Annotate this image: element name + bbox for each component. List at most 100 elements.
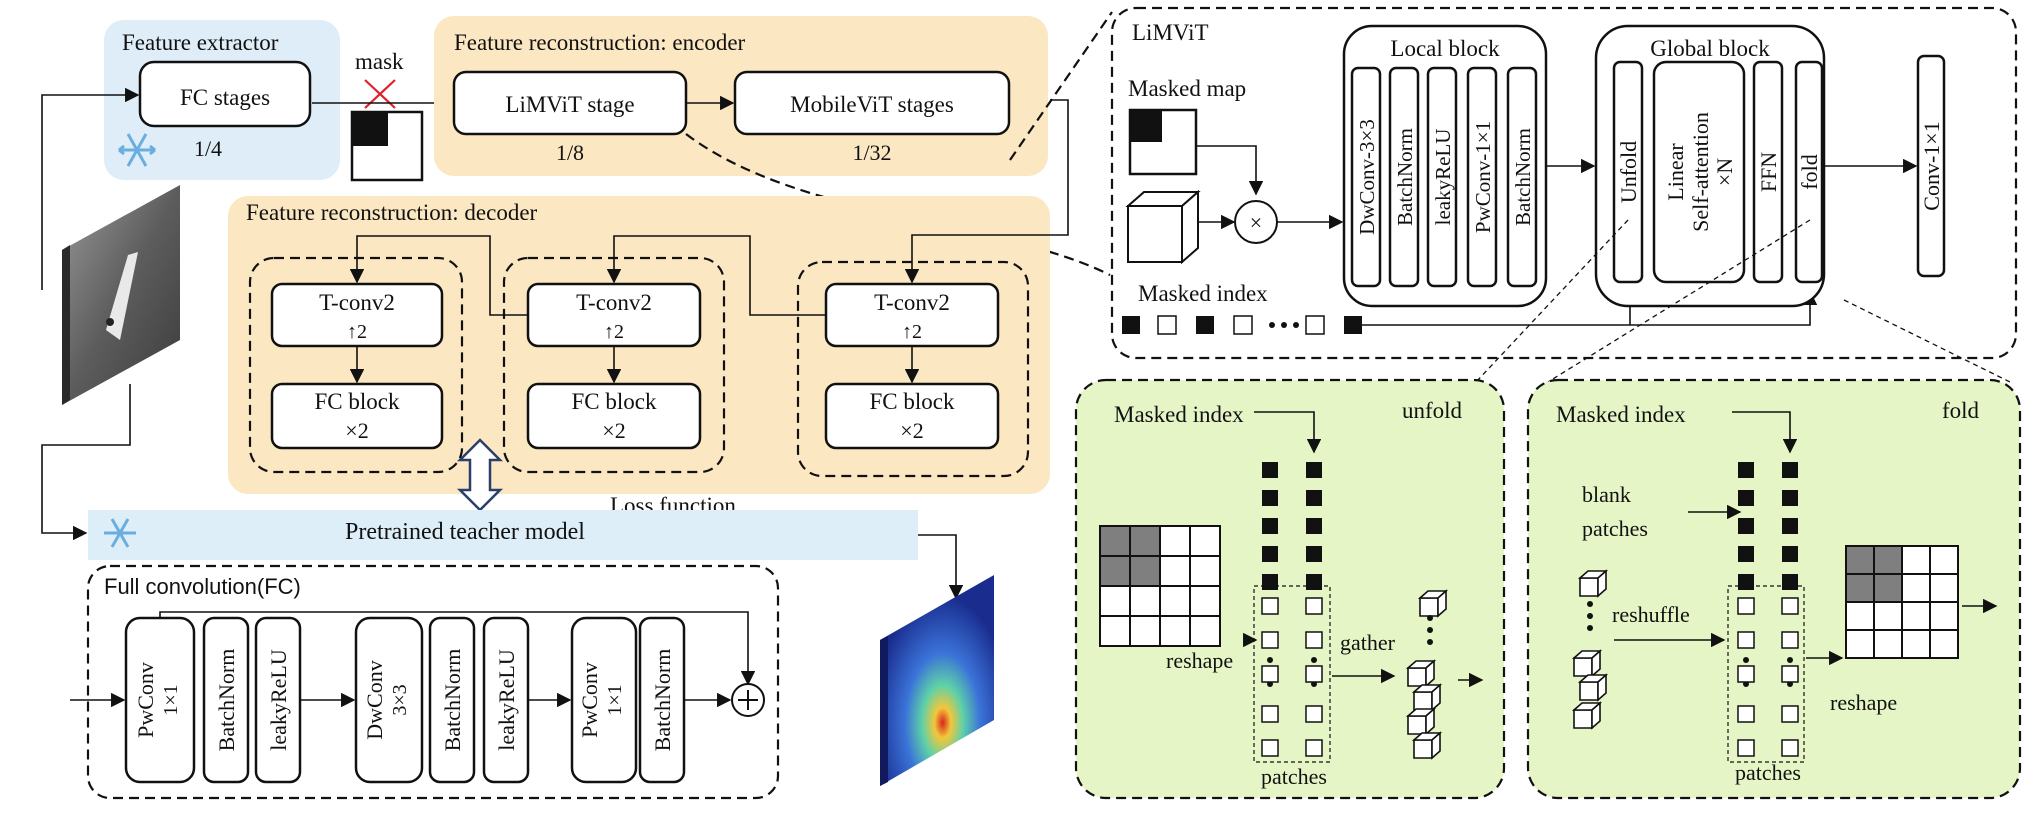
- global-block: Global block Unfold Linear Self-attentio…: [1594, 24, 1826, 308]
- svg-text:1×1: 1×1: [604, 684, 626, 715]
- visible-patch: [1261, 631, 1279, 649]
- grid-cell: [1845, 601, 1875, 631]
- visible-patch: [1261, 739, 1279, 757]
- visible-patch: [1737, 705, 1755, 723]
- masked-patch: [1262, 490, 1278, 506]
- grid-cell: [1099, 555, 1131, 587]
- svg-text:BatchNorm: BatchNorm: [650, 649, 675, 752]
- masked-patch: [1782, 462, 1798, 478]
- snowflake-icon: [118, 133, 156, 167]
- fc-layer-relu-2: leakyReLU: [482, 616, 530, 784]
- encoder-to-decoder-arrow: [904, 99, 1069, 284]
- grid-cell: [1929, 601, 1959, 631]
- visible-patch: [1305, 665, 1323, 683]
- decoder-title: Feature reconstruction: decoder: [246, 200, 538, 225]
- unfold-zoom-line: [1475, 219, 1629, 383]
- mask-label: mask: [355, 49, 404, 74]
- grid-cell: [1929, 545, 1959, 575]
- tconv-label-2: T-conv2: [576, 290, 652, 315]
- grid-cell: [1129, 585, 1161, 617]
- mobilevit-stages-label: MobileViT stages: [790, 92, 954, 117]
- visible-patch: [1781, 631, 1799, 649]
- fc-stages-label: FC stages: [180, 85, 270, 110]
- svg-text:DwConv: DwConv: [362, 660, 387, 739]
- visible-patch: [1781, 597, 1799, 615]
- fc-stages-box: [138, 60, 312, 128]
- visible-patch: [1305, 597, 1323, 615]
- fc-layer-batchnorm-3: BatchNorm: [638, 616, 686, 784]
- limvit-title: LiMViT: [1132, 20, 1209, 45]
- limvit-stage-label: LiMViT stage: [505, 92, 634, 117]
- svg-text:FFN: FFN: [1756, 152, 1781, 192]
- fc-layer-pwconv-1: PwConv 1×1: [124, 616, 196, 784]
- grid-cell: [1873, 601, 1903, 631]
- svg-text:Self-attention: Self-attention: [1688, 112, 1713, 232]
- svg-text:leakyReLU: leakyReLU: [494, 649, 519, 751]
- grid-cell: [1129, 555, 1161, 587]
- upsample-label-2: ↑2: [604, 321, 624, 343]
- grid-cell: [1159, 555, 1191, 587]
- grid-cell: [1845, 545, 1875, 575]
- masked-patch: [1738, 574, 1754, 590]
- masked-patch: [1782, 546, 1798, 562]
- multiply-icon: ×: [1234, 200, 1278, 244]
- masked-patch: [1738, 462, 1754, 478]
- svg-text:×N: ×N: [1712, 158, 1737, 186]
- blank-label-1: blank: [1582, 482, 1631, 507]
- patches-bracket: [1253, 585, 1331, 763]
- masked-patch: [1306, 546, 1322, 562]
- visible-patch: [1737, 597, 1755, 615]
- visible-patch: [1737, 739, 1755, 757]
- grid-cell: [1873, 545, 1903, 575]
- grid-cell: [1873, 573, 1903, 603]
- fold-layer: [1794, 60, 1824, 284]
- self-attention-layer: [1652, 60, 1746, 284]
- masked-patch: [1782, 574, 1798, 590]
- local-layer-3: [1426, 66, 1458, 288]
- grid-cell: [1159, 615, 1191, 647]
- decoder-unit-3: T-conv2 ↑2 FC block ×2: [796, 260, 1030, 478]
- grid-cell: [1901, 573, 1931, 603]
- masked-patch: [1782, 490, 1798, 506]
- masked-patch: [1306, 574, 1322, 590]
- svg-text:×: ×: [1250, 210, 1262, 235]
- fc-layer-batchnorm-1: BatchNorm: [202, 616, 250, 784]
- svg-text:BatchNorm: BatchNorm: [214, 649, 239, 752]
- masked-index-label: Masked index: [1138, 281, 1268, 306]
- svg-text:leakyReLU: leakyReLU: [266, 649, 291, 751]
- grid-cell: [1129, 615, 1161, 647]
- local-layer-label: BatchNorm: [1393, 128, 1417, 226]
- visible-patch: [1261, 597, 1279, 615]
- feature-extractor-title: Feature extractor: [122, 30, 279, 55]
- conv-1x1-output: Conv-1×1: [1916, 54, 1946, 278]
- local-layer-label: BatchNorm: [1511, 128, 1535, 226]
- unfold-title: unfold: [1402, 398, 1463, 423]
- grid-cell: [1189, 555, 1221, 587]
- fc-layer-batchnorm-2: BatchNorm: [428, 616, 476, 784]
- masked-patch: [1738, 490, 1754, 506]
- fold-zoom-line: [1547, 219, 1811, 383]
- input-to-extractor-arrow: [41, 87, 140, 290]
- masked-patch: [1306, 490, 1322, 506]
- svg-text:PwConv: PwConv: [577, 662, 602, 738]
- visible-patch: [1305, 631, 1323, 649]
- image-to-teacher-arrow: [41, 384, 131, 541]
- encoder-title: Feature reconstruction: encoder: [454, 30, 746, 55]
- grid-cell: [1159, 525, 1191, 557]
- grid-cell: [1099, 615, 1131, 647]
- fold-masked-index-label: Masked index: [1556, 402, 1686, 427]
- fc-layer-pwconv-2: PwConv 1×1: [570, 616, 638, 784]
- visible-patch: [1305, 705, 1323, 723]
- decoder-link-2-1: [349, 235, 528, 316]
- masked-patch: [1262, 518, 1278, 534]
- fold-title: fold: [1942, 398, 1980, 423]
- grid-cell: [1929, 629, 1959, 659]
- unfold-panel: Masked index unfold reshape patches gath…: [1074, 378, 1506, 800]
- masked-patch: [1738, 518, 1754, 534]
- teacher-label: Pretrained teacher model: [345, 519, 585, 545]
- teacher-to-heatmap-arrow: [918, 534, 964, 600]
- grid-cell: [1099, 525, 1131, 557]
- svg-text:PwConv: PwConv: [133, 662, 158, 738]
- fold-zoom-line-right: [1843, 299, 2011, 383]
- upsample-label-3: ↑2: [902, 321, 922, 343]
